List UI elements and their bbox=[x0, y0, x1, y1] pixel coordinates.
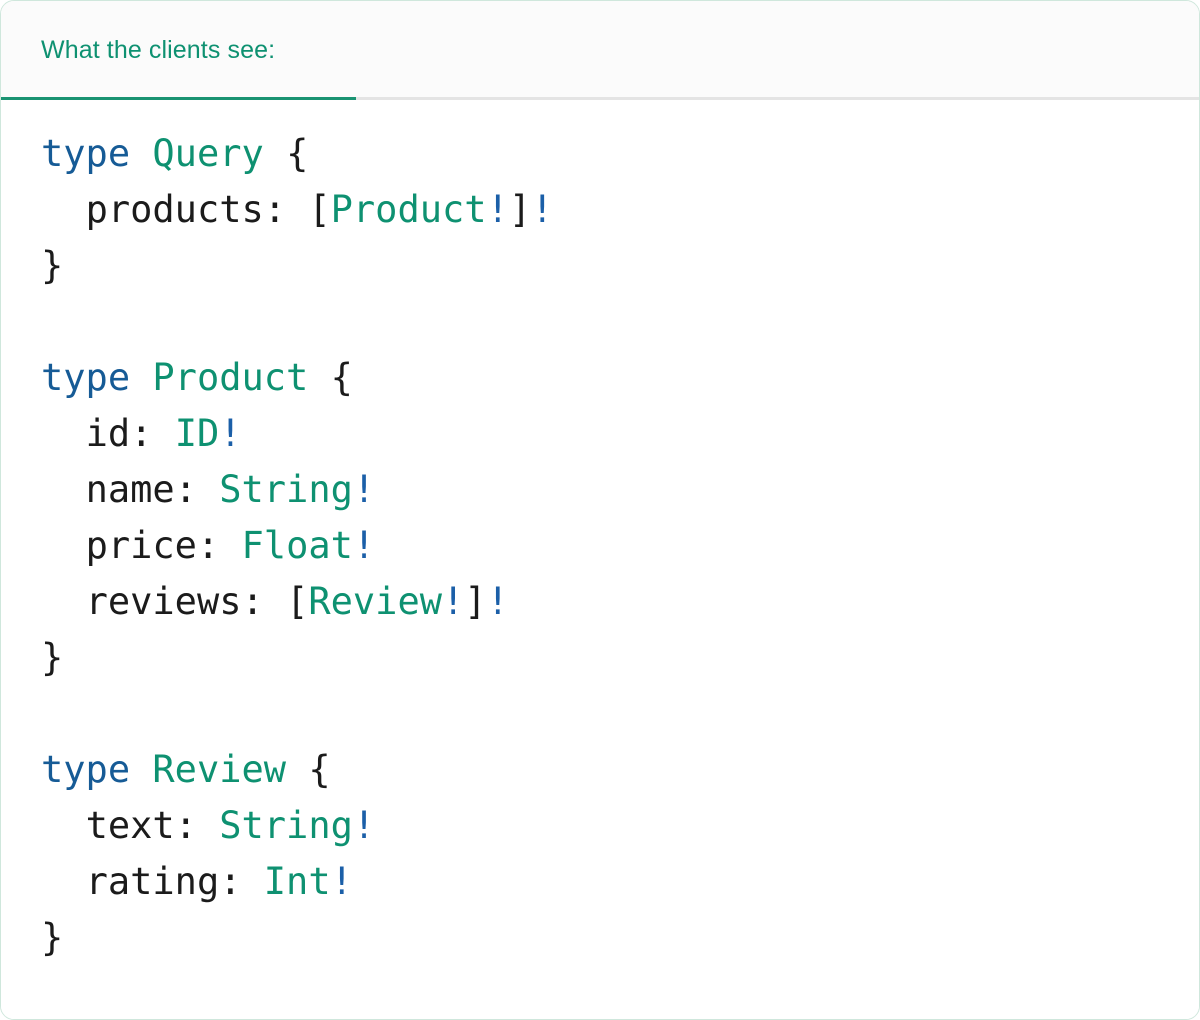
code-line: products: [Product!]! bbox=[41, 188, 554, 231]
code-token-type: Int bbox=[263, 860, 331, 903]
code-indent bbox=[41, 412, 86, 455]
code-token-punct: { bbox=[286, 132, 309, 175]
code-token-bang: ! bbox=[486, 188, 509, 231]
code-indent bbox=[41, 580, 86, 623]
code-token-type: String bbox=[219, 804, 353, 847]
code-token-punct: { bbox=[330, 356, 353, 399]
code-line: reviews: [Review!]! bbox=[41, 580, 509, 623]
code-token-field: name bbox=[85, 468, 175, 511]
code-token-punct: : bbox=[196, 524, 242, 567]
code-token-field: id bbox=[85, 412, 131, 455]
code-token-punct: : bbox=[174, 468, 220, 511]
code-line: } bbox=[41, 244, 63, 287]
code-token-type: Query bbox=[152, 132, 264, 175]
code-token-type: Float bbox=[241, 524, 353, 567]
code-line: type Query { bbox=[41, 132, 308, 175]
code-token-field: products bbox=[85, 188, 264, 231]
code-token-kw: type bbox=[41, 132, 131, 175]
code-indent bbox=[41, 804, 86, 847]
code-token-punct: } bbox=[41, 916, 64, 959]
code-line: } bbox=[41, 916, 63, 959]
tab-what-the-clients-see[interactable]: What the clients see: bbox=[1, 1, 356, 100]
code-token-bang: ! bbox=[531, 188, 554, 231]
code-token-punct bbox=[130, 356, 152, 399]
code-token-punct: } bbox=[41, 636, 64, 679]
code-token-punct: [ bbox=[286, 580, 309, 623]
code-token-punct bbox=[264, 132, 286, 175]
code-indent bbox=[41, 188, 86, 231]
code-token-punct: : bbox=[241, 580, 287, 623]
code-token-punct bbox=[130, 132, 152, 175]
code-blank-line bbox=[41, 294, 1199, 350]
code-line: name: String! bbox=[41, 468, 376, 511]
code-token-field: text bbox=[85, 804, 175, 847]
code-token-punct: } bbox=[41, 244, 64, 287]
code-line: rating: Int! bbox=[41, 860, 353, 903]
code-token-field: price bbox=[85, 524, 197, 567]
code-token-type: Product bbox=[152, 356, 309, 399]
code-token-field: reviews bbox=[85, 580, 242, 623]
tab-bar: What the clients see: bbox=[1, 1, 1199, 100]
code-indent bbox=[41, 860, 86, 903]
code-token-punct bbox=[130, 748, 152, 791]
code-token-type: Review bbox=[308, 580, 442, 623]
code-token-type: Review bbox=[152, 748, 287, 791]
code-token-punct: ] bbox=[464, 580, 487, 623]
code-token-bang: ! bbox=[352, 804, 376, 847]
code-token-bang: ! bbox=[330, 860, 353, 903]
code-token-punct: : bbox=[263, 188, 309, 231]
code-token-bang: ! bbox=[219, 412, 242, 455]
code-blank-line bbox=[41, 686, 1199, 742]
code-token-punct: { bbox=[308, 748, 331, 791]
code-indent bbox=[41, 468, 86, 511]
code-line: id: ID! bbox=[41, 412, 242, 455]
code-token-punct: : bbox=[174, 804, 220, 847]
code-token-bang: ! bbox=[486, 580, 509, 623]
code-line: price: Float! bbox=[41, 524, 376, 567]
code-token-bang: ! bbox=[352, 468, 376, 511]
code-token-type: ID bbox=[174, 412, 220, 455]
code-token-punct: [ bbox=[308, 188, 331, 231]
code-token-bang: ! bbox=[352, 524, 376, 567]
code-pane: type Query { products: [Product!]! } typ… bbox=[1, 100, 1199, 1019]
code-token-punct bbox=[308, 356, 330, 399]
code-token-punct: ] bbox=[508, 188, 532, 231]
code-line: text: String! bbox=[41, 804, 376, 847]
graphql-schema-code: type Query { products: [Product!]! } typ… bbox=[1, 126, 1199, 966]
code-indent bbox=[41, 524, 86, 567]
tab-label: What the clients see: bbox=[41, 36, 276, 64]
code-line: type Review { bbox=[41, 748, 331, 791]
code-token-field: rating bbox=[85, 860, 220, 903]
code-token-bang: ! bbox=[442, 580, 465, 623]
code-token-punct: : bbox=[219, 860, 264, 903]
code-token-type: String bbox=[219, 468, 353, 511]
code-token-kw: type bbox=[41, 748, 131, 791]
code-token-punct bbox=[286, 748, 308, 791]
code-token-type: Product bbox=[330, 188, 487, 231]
code-line: type Product { bbox=[41, 356, 353, 399]
code-line: } bbox=[41, 636, 63, 679]
code-token-kw: type bbox=[41, 356, 131, 399]
code-token-punct: : bbox=[130, 412, 175, 455]
